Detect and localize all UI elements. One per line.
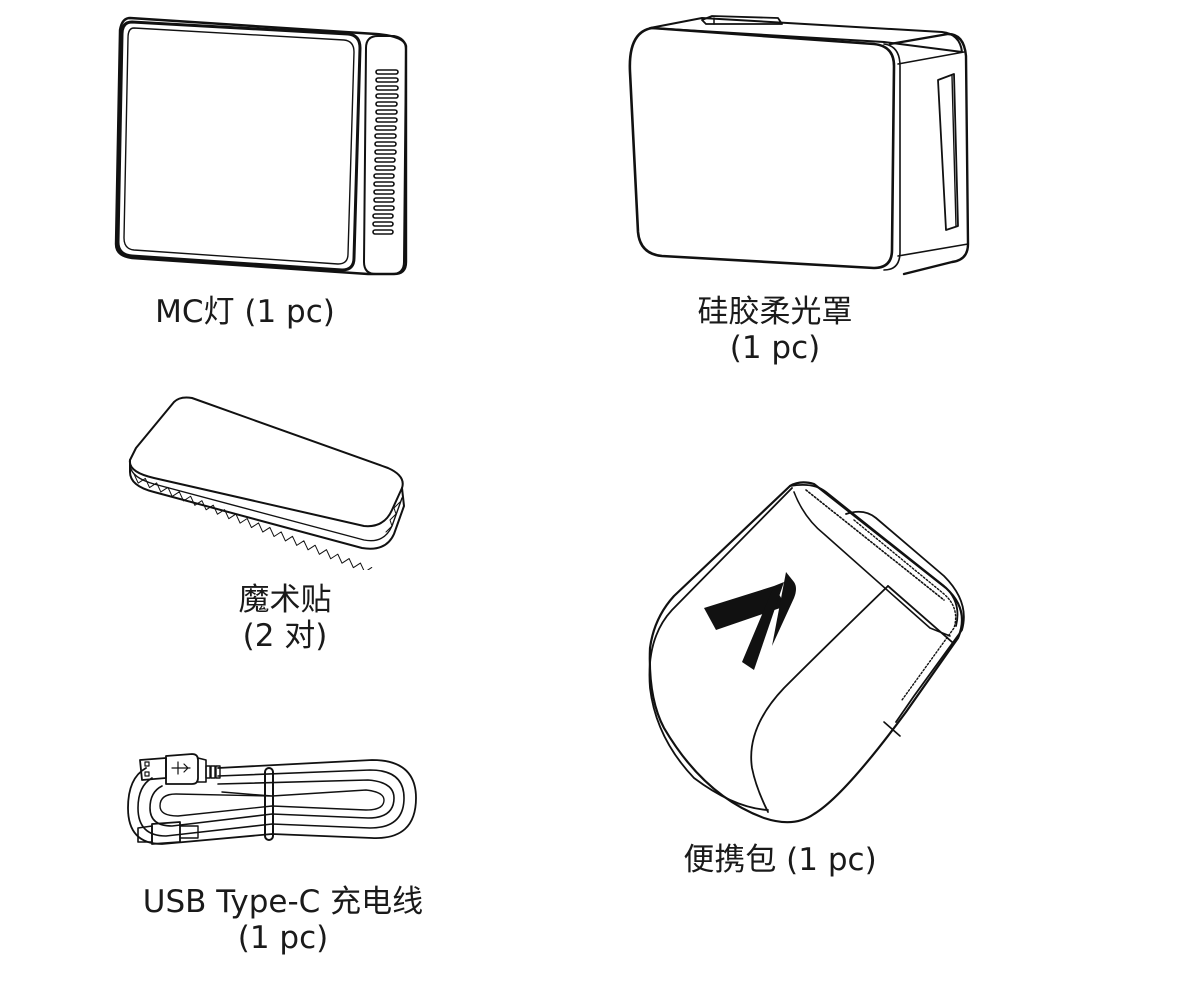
- silicone-diffuser-icon: [622, 12, 974, 280]
- usb-cable-label-line2: (1 pc): [237, 920, 329, 956]
- silicone-diffuser-label: 硅胶柔光罩 (1 pc): [660, 294, 890, 366]
- carry-pouch-label: 便携包 (1 pc): [668, 842, 892, 878]
- carry-pouch-icon: [644, 478, 976, 830]
- usb-cable-label: USB Type-C 充电线 (1 pc): [108, 884, 458, 956]
- velcro-pad-icon: [124, 394, 408, 570]
- mc-light-icon: [108, 12, 413, 280]
- usb-c-cable-icon: [122, 748, 420, 848]
- velcro-label: 魔术贴 (2 对): [200, 582, 370, 654]
- carry-pouch-label-line1: 便携包 (1 pc): [683, 842, 877, 878]
- usb-cable-label-line1: USB Type-C 充电线: [142, 884, 424, 920]
- mc-light-label-line1: MC灯 (1 pc): [155, 294, 335, 330]
- velcro-label-line1: 魔术贴: [238, 582, 332, 618]
- mc-light-label: MC灯 (1 pc): [140, 294, 350, 330]
- velcro-label-line2: (2 对): [242, 618, 328, 654]
- silicone-diffuser-label-line1: 硅胶柔光罩: [697, 294, 853, 330]
- silicone-diffuser-label-line2: (1 pc): [729, 330, 821, 366]
